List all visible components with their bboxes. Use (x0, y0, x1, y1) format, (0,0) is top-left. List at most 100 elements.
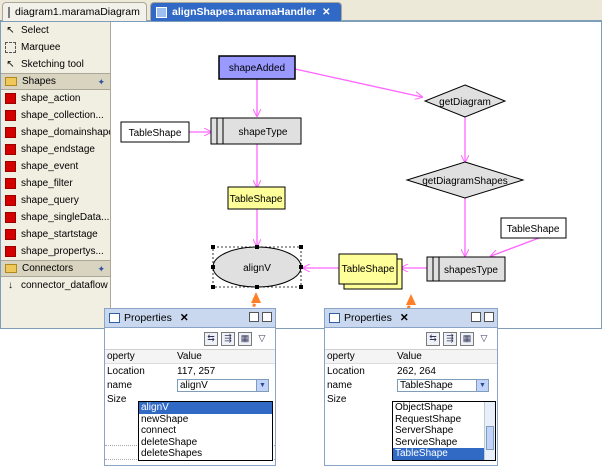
palette: ↖ Select Marquee ↖ Sketching tool Shapes… (1, 22, 111, 328)
restore-default-icon[interactable]: ▦ (238, 331, 252, 346)
node-shapeadded[interactable] (218, 55, 296, 80)
node-getdiagram[interactable] (423, 84, 507, 118)
palette-drawer-shapes[interactable]: Shapes ✦ (1, 73, 110, 90)
node-alignv-label: alignV (243, 263, 271, 274)
property-row-size[interactable]: Size (327, 393, 347, 405)
minimize-icon[interactable] (249, 312, 259, 322)
selection-handles[interactable] (211, 245, 303, 289)
palette-item-shape-singledata[interactable]: shape_singleData... (1, 209, 110, 226)
name-combobox[interactable]: alignV ▼ (177, 378, 269, 392)
properties-toolbar: ⇆ ⇶ ▦ ▽ (105, 328, 275, 350)
node-tableshape-right[interactable] (500, 217, 567, 239)
dropdown-option[interactable]: ObjectShape (395, 402, 453, 413)
maximize-icon[interactable] (484, 312, 494, 322)
name-dropdown-list[interactable]: ObjectShape RequestShape ServerShape Ser… (392, 401, 496, 461)
marquee-icon (5, 42, 16, 53)
dropdown-option[interactable]: TableShape (393, 448, 495, 460)
shape-icon (5, 93, 16, 104)
dropdown-option[interactable]: connect (141, 425, 177, 436)
minimize-icon[interactable] (471, 312, 481, 322)
property-row-location[interactable]: Location 262, 264 (327, 365, 436, 377)
palette-tool-sketching[interactable]: ↖ Sketching tool (6, 59, 84, 70)
shape-icon (5, 178, 16, 189)
dropdown-option[interactable]: newShape (141, 413, 189, 425)
shape-icon (5, 161, 16, 172)
close-icon[interactable]: ✕ (179, 312, 189, 324)
properties-header-row: operty Value (325, 350, 497, 364)
node-tableshape-left[interactable] (120, 121, 190, 143)
palette-item-connector-dataflow[interactable]: ↓ connector_dataflow (1, 277, 110, 294)
property-row-location[interactable]: Location 117, 257 (107, 365, 216, 377)
diagram-canvas[interactable]: shapeAdded getDiagram TableShape shapeTy… (113, 22, 601, 328)
tab-alignshapes-label: alignShapes.maramaHandler (172, 6, 317, 18)
dropdown-option[interactable]: alignV (139, 402, 272, 414)
palette-item-shape-filter[interactable]: shape_filter (1, 175, 110, 192)
view-menu-icon[interactable]: ▽ (258, 333, 266, 343)
diagram-file-icon (8, 6, 10, 18)
tab-diagram1[interactable]: diagram1.maramaDiagram (2, 2, 147, 21)
property-row-size[interactable]: Size (107, 393, 127, 405)
dropdown-scrollbar[interactable] (484, 402, 495, 460)
show-advanced-icon[interactable]: ⇶ (443, 331, 457, 346)
shape-icon (5, 195, 16, 206)
dropdown-option[interactable]: ServerShape (395, 425, 454, 436)
node-getdiagramshapes[interactable] (405, 161, 525, 199)
chevron-down-icon[interactable]: ▼ (476, 379, 488, 391)
palette-item-shape-propertys[interactable]: shape_propertys... (1, 243, 110, 260)
node-shapestype[interactable] (426, 256, 506, 282)
properties-tab[interactable]: Properties ✕ (325, 309, 497, 328)
properties-tab[interactable]: Properties ✕ (105, 309, 275, 328)
pin-icon[interactable]: ✦ (97, 264, 105, 274)
node-shapetype[interactable] (210, 117, 302, 145)
connector-arrow-icon: ↓ (8, 280, 13, 291)
shape-icon (5, 127, 16, 138)
properties-icon (329, 313, 340, 323)
palette-drawer-connectors[interactable]: Connectors ✦ (1, 260, 110, 277)
scrollbar-thumb[interactable] (486, 426, 494, 450)
close-icon[interactable]: ✕ (399, 312, 409, 324)
properties-toolbar: ⇆ ⇶ ▦ ▽ (325, 328, 497, 350)
node-tableshape-collection[interactable] (338, 253, 398, 285)
palette-item-shape-collection[interactable]: shape_collection... (1, 107, 110, 124)
shape-icon (5, 229, 16, 240)
node-shapetype-label: shapeType (239, 127, 288, 138)
dropdown-option[interactable]: ServiceShape (395, 436, 458, 448)
name-dropdown-list[interactable]: alignV newShape connect deleteShape dele… (138, 401, 273, 461)
palette-tool-select[interactable]: ↖ Select (6, 25, 49, 36)
dropdown-option[interactable]: deleteShape (141, 436, 198, 448)
shape-icon (5, 212, 16, 223)
palette-item-shape-domainshape[interactable]: shape_domainshape (1, 124, 110, 141)
edge-tableshape-shapestype[interactable] (491, 237, 540, 256)
palette-item-shape-query[interactable]: shape_query (1, 192, 110, 209)
shape-icon (5, 110, 16, 121)
pin-icon[interactable]: ✦ (97, 77, 105, 87)
folder-icon (5, 264, 17, 273)
diagram-editor: ↖ Select Marquee ↖ Sketching tool Shapes… (0, 21, 602, 329)
palette-item-shape-event[interactable]: shape_event (1, 158, 110, 175)
dropdown-option[interactable]: deleteShapes (141, 448, 203, 459)
tab-alignshapes[interactable]: alignShapes.maramaHandler ✕ (150, 2, 342, 21)
maximize-icon[interactable] (262, 312, 272, 322)
view-menu-icon[interactable]: ▽ (480, 333, 488, 343)
diagram-svg: shapeAdded getDiagram TableShape shapeTy… (120, 55, 567, 290)
handler-file-icon (156, 6, 167, 18)
property-row-name[interactable]: name TableShape ▼ (325, 378, 497, 392)
name-combobox[interactable]: TableShape ▼ (397, 378, 489, 392)
palette-item-shape-startstage[interactable]: shape_startstage (1, 226, 110, 243)
palette-item-shape-action[interactable]: shape_action (1, 90, 110, 107)
dropdown-option[interactable]: RequestShape (395, 413, 462, 425)
chevron-down-icon[interactable]: ▼ (256, 379, 268, 391)
show-advanced-icon[interactable]: ⇶ (221, 331, 235, 346)
show-categories-icon[interactable]: ⇆ (204, 331, 218, 346)
palette-tool-marquee[interactable]: Marquee (1, 39, 110, 56)
editor-tab-bar: diagram1.maramaDiagram alignShapes.maram… (0, 0, 602, 21)
close-icon[interactable]: ✕ (322, 6, 331, 18)
show-categories-icon[interactable]: ⇆ (426, 331, 440, 346)
edge-shapeadded-getdiagram[interactable] (294, 68, 422, 97)
property-row-name[interactable]: name alignV ▼ (105, 378, 275, 392)
palette-item-shape-endstage[interactable]: shape_endstage (1, 141, 110, 158)
node-tableshape-filter[interactable] (227, 186, 286, 210)
properties-icon (109, 313, 120, 323)
tab-diagram1-label: diagram1.maramaDiagram (15, 6, 140, 18)
restore-default-icon[interactable]: ▦ (460, 331, 474, 346)
